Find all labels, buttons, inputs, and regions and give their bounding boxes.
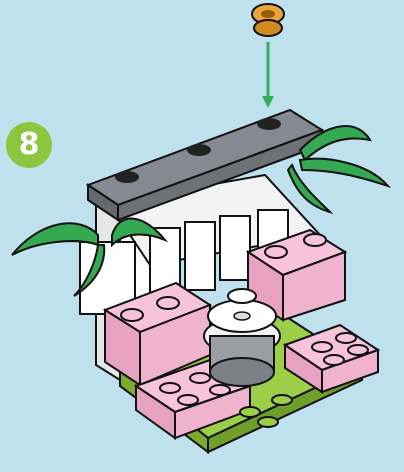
placement-arrow xyxy=(262,42,274,108)
flower-piece xyxy=(252,4,284,36)
